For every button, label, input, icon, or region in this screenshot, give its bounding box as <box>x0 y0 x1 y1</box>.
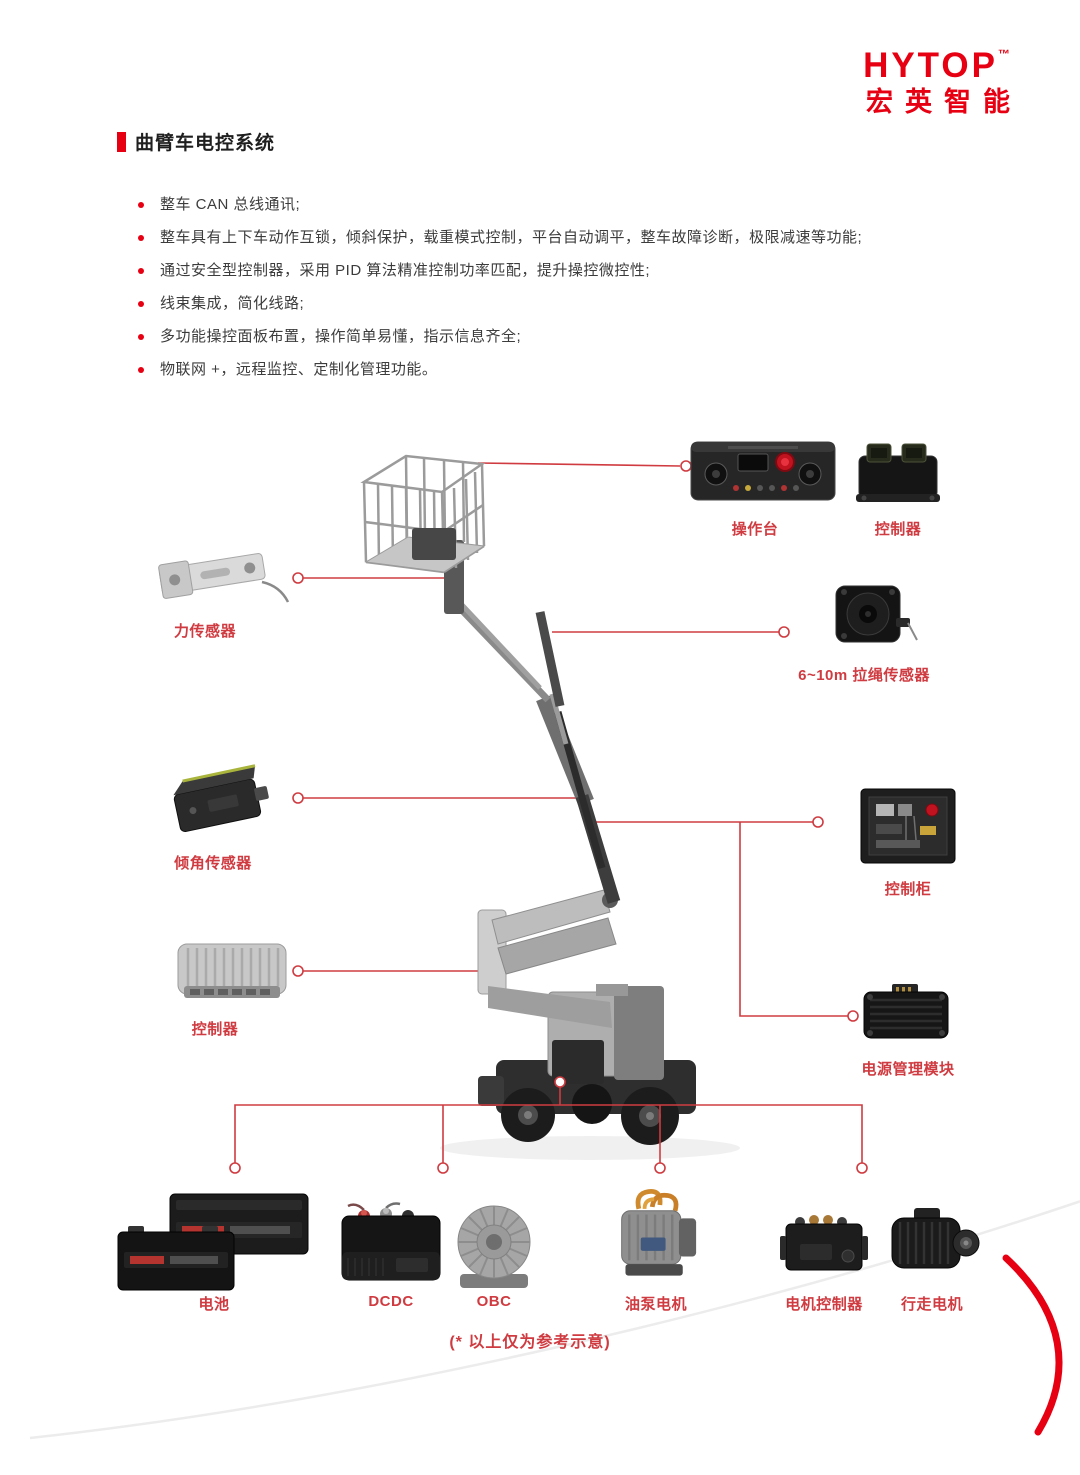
callout-lines <box>303 462 848 1017</box>
oil-pump-motor-label: 油泵电机 <box>624 1296 688 1313</box>
motor-controller-label: 电机控制器 <box>785 1296 863 1313</box>
brand-logo: HYTOP™ 宏英智能 <box>863 46 1010 116</box>
bullet-icon <box>138 235 144 241</box>
control-cabinet-label: 控制柜 <box>884 881 932 898</box>
dcdc-label: DCDC <box>368 1293 414 1310</box>
controller-top-image <box>854 436 942 515</box>
travel-motor-image <box>884 1200 980 1293</box>
draw-wire-sensor-image <box>824 578 919 661</box>
feature-bullet: 多功能操控面板布置，操作简单易懂，指示信息齐全; <box>138 327 1038 347</box>
bullet-icon <box>138 202 144 208</box>
feature-text: 多功能操控面板布置，操作简单易懂，指示信息齐全; <box>160 328 522 345</box>
section-title: 曲臂车电控系统 <box>117 128 275 155</box>
boom-lift-illustration <box>360 454 740 1160</box>
control-cabinet-image <box>856 784 960 877</box>
feature-bullet: 整车 CAN 总线通讯; <box>138 195 1038 215</box>
controller-top-label: 控制器 <box>874 521 922 538</box>
footer-note: (* 以上仅为参考示意) <box>449 1334 611 1351</box>
feature-list: 整车 CAN 总线通讯; 整车具有上下车动作互锁，倾斜保护，载重模式控制，平台自… <box>138 195 1038 393</box>
bullet-icon <box>138 367 144 373</box>
section-title-text: 曲臂车电控系统 <box>135 133 276 154</box>
tilt-sensor-label: 倾角传感器 <box>174 855 252 872</box>
console-image <box>688 430 838 515</box>
tilt-sensor-image <box>164 758 274 848</box>
dcdc-image <box>334 1200 449 1301</box>
controller-left-image <box>170 930 295 1015</box>
draw-wire-sensor-label: 6~10m 拉绳传感器 <box>798 667 930 684</box>
feature-text: 通过安全型控制器，采用 PID 算法精准控制功率匹配，提升操控微控性; <box>160 262 651 279</box>
feature-bullet: 线束集成，简化线路; <box>138 294 1038 314</box>
power-module-label: 电源管理模块 <box>861 1061 955 1078</box>
console-label: 操作台 <box>731 521 779 538</box>
travel-motor-label: 行走电机 <box>900 1296 964 1313</box>
feature-text: 整车具有上下车动作互锁，倾斜保护，载重模式控制，平台自动调平，整车故障诊断，极限… <box>160 229 863 246</box>
bullet-icon <box>138 334 144 340</box>
feature-text: 整车 CAN 总线通讯; <box>160 196 301 213</box>
obc-label: OBC <box>476 1293 512 1310</box>
controller-left-label: 控制器 <box>191 1021 239 1038</box>
battery-label: 电池 <box>198 1296 230 1313</box>
feature-bullet: 通过安全型控制器，采用 PID 算法精准控制功率匹配，提升操控微控性; <box>138 261 1038 281</box>
title-accent-bar-icon <box>117 131 126 152</box>
feature-text: 线束集成，简化线路; <box>160 295 305 312</box>
feature-text: 物联网 +，远程监控、定制化管理功能。 <box>160 361 438 378</box>
feature-bullet: 整车具有上下车动作互锁，倾斜保护，载重模式控制，平台自动调平，整车故障诊断，极限… <box>138 228 1038 248</box>
brand-chinese-name: 宏英智能 <box>866 86 1022 117</box>
bullet-icon <box>138 268 144 274</box>
oil-pump-motor-image <box>604 1184 709 1294</box>
motor-controller-image <box>778 1204 870 1289</box>
obc-image <box>448 1200 540 1301</box>
red-corner-curve <box>1002 1254 1063 1436</box>
bullet-icon <box>138 301 144 307</box>
trademark-symbol: ™ <box>998 47 1010 61</box>
brand-wordmark: HYTOP™ <box>863 46 1010 85</box>
bottom-bus-lines <box>234 1087 863 1163</box>
force-sensor-label: 力传感器 <box>173 623 237 640</box>
force-sensor-image <box>148 530 298 620</box>
feature-bullet: 物联网 +，远程监控、定制化管理功能。 <box>138 360 1038 380</box>
callout-node-icons <box>229 460 868 1174</box>
power-module-image <box>856 980 956 1055</box>
battery-image <box>114 1188 314 1301</box>
brand-name: HYTOP <box>863 46 998 85</box>
